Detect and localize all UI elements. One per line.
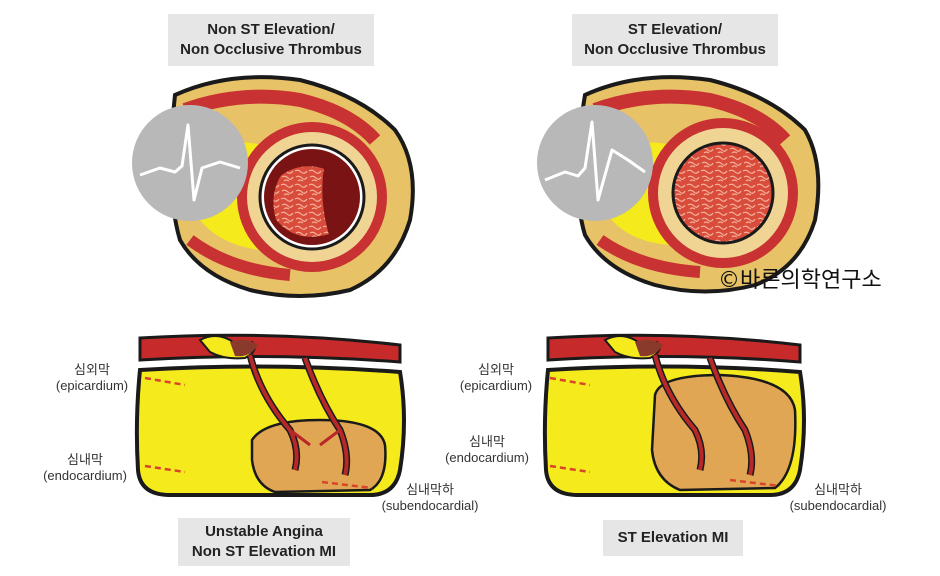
right-title-line1: ST Elevation/ [627,21,723,38]
right-subendocardial-ko: 심내막하 [814,482,862,497]
copyright-watermark: ©바른의학연구소 [718,268,882,293]
left-title-box: Non ST Elevation/ Non Occlusive Thrombus [168,14,374,66]
right-caption: ST Elevation MI [617,529,729,546]
left-caption-box: Unstable Angina Non ST Elevation MI [178,518,350,566]
right-endocardium-ko: 심내막 [469,434,505,449]
right-myocardium-section [542,333,806,497]
right-endocardium-en: (endocardium) [445,450,529,465]
left-epicardium-ko: 심외막 [74,362,110,377]
right-ecg-icon [537,105,653,221]
left-ecg-icon [132,105,248,221]
left-endocardium-label: 심내막 (endocardium) [30,452,140,484]
left-caption-line2: Non ST Elevation MI [191,543,337,560]
left-subendocardial-label: 심내막하 (subendocardial) [368,482,492,514]
left-endocardium-en: (endocardium) [43,468,127,483]
left-myocardium-section [134,333,406,497]
right-title-line2: Non Occlusive Thrombus [584,41,766,58]
left-endocardium-ko: 심내막 [67,452,103,467]
right-endocardium-label: 심내막 (endocardium) [432,434,542,466]
left-subendocardial-en: (subendocardial) [381,498,479,513]
left-epicardium-label: 심외막 (epicardium) [44,362,140,394]
right-subendocardial-en: (subendocardial) [789,498,887,513]
right-epicardium-label: 심외막 (epicardium) [448,362,544,394]
left-caption-line1: Unstable Angina [205,523,323,540]
right-epicardium-en: (epicardium) [459,378,533,393]
left-title-line1: Non ST Elevation/ [207,21,335,38]
right-epicardium-ko: 심외막 [478,362,514,377]
right-caption-box: ST Elevation MI [603,520,743,556]
right-subendocardial-label: 심내막하 (subendocardial) [776,482,900,514]
left-epicardium-en: (epicardium) [55,378,129,393]
left-title-line2: Non Occlusive Thrombus [180,41,362,58]
left-subendocardial-ko: 심내막하 [406,482,454,497]
right-title-box: ST Elevation/ Non Occlusive Thrombus [572,14,778,66]
